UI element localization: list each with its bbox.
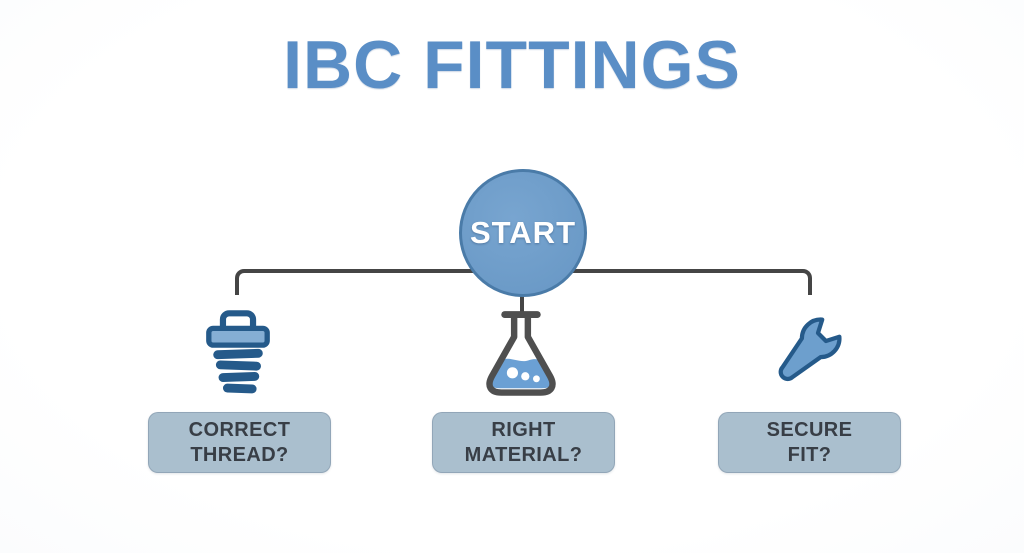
start-to-flask-line (520, 292, 524, 318)
flask-svg (486, 311, 556, 396)
question-label-secure-fit: SECURE FIT? (766, 418, 853, 466)
thread-fitting-icon (192, 308, 284, 400)
wrench-svg (778, 317, 842, 382)
question-label-correct-thread: CORRECT THREAD? (188, 418, 291, 466)
wrench-icon (763, 302, 857, 396)
question-box-right-material: RIGHT MATERIAL? (432, 412, 615, 473)
question-label-right-material: RIGHT MATERIAL? (464, 418, 583, 466)
start-label: START (469, 215, 577, 250)
flask-icon (478, 306, 564, 402)
question-box-secure-fit: SECURE FIT? (718, 412, 901, 473)
question-box-correct-thread: CORRECT THREAD? (148, 412, 331, 473)
thread-fitting-svg (206, 310, 270, 394)
start-node: START (459, 169, 587, 297)
diagram-title: IBC FITTINGS (283, 27, 741, 103)
